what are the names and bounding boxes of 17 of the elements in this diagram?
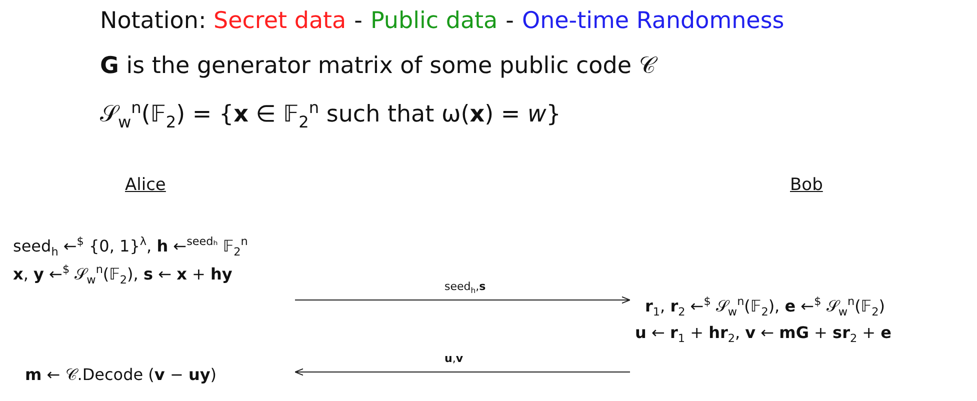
- legend-entry: Secret data: [214, 8, 346, 34]
- separator-dash: -: [506, 8, 514, 34]
- edge-label: seed$_{h}$,s: [442, 280, 488, 296]
- protocol-step: u ← r$_{1}$ + hr$_{2}$, v ← mG + sr$_{2}$ + e: [635, 323, 892, 346]
- legend-entry: Public data: [370, 8, 498, 34]
- legend-entry: One-time Randomness: [522, 8, 784, 34]
- protocol-step: r$_{1}$, r$_{2}$ ←$^{$}$ 𝒮$_{w}$$^{n}$(𝔽$_{2}$), e ←$^{$}$ 𝒮$_{w}$$^{n}$(𝔽$_{2}$): [645, 295, 885, 319]
- party-heading: Bob: [790, 175, 823, 195]
- protocol-step: m ← 𝒞.Decode (v − uy): [25, 365, 217, 384]
- party-heading: Alice: [125, 175, 166, 195]
- arrow: [294, 296, 631, 304]
- formula-text: 𝒮$_{w}$$^{n}$(𝔽$_{2}$) = {x ∈ 𝔽$_{2}$$^{n}$ such that ω(x) = w}: [100, 98, 561, 132]
- protocol-step: x, y ←$^{$}$ 𝒮$_{w}$$^{n}$(𝔽$_{2}$), s ← x + hy: [13, 263, 232, 287]
- notation-label: Notation:: [100, 8, 206, 34]
- definition-text: G is the generator matrix of some public code 𝒞: [100, 53, 656, 79]
- arrow: [294, 368, 630, 376]
- separator-dash: -: [354, 8, 362, 34]
